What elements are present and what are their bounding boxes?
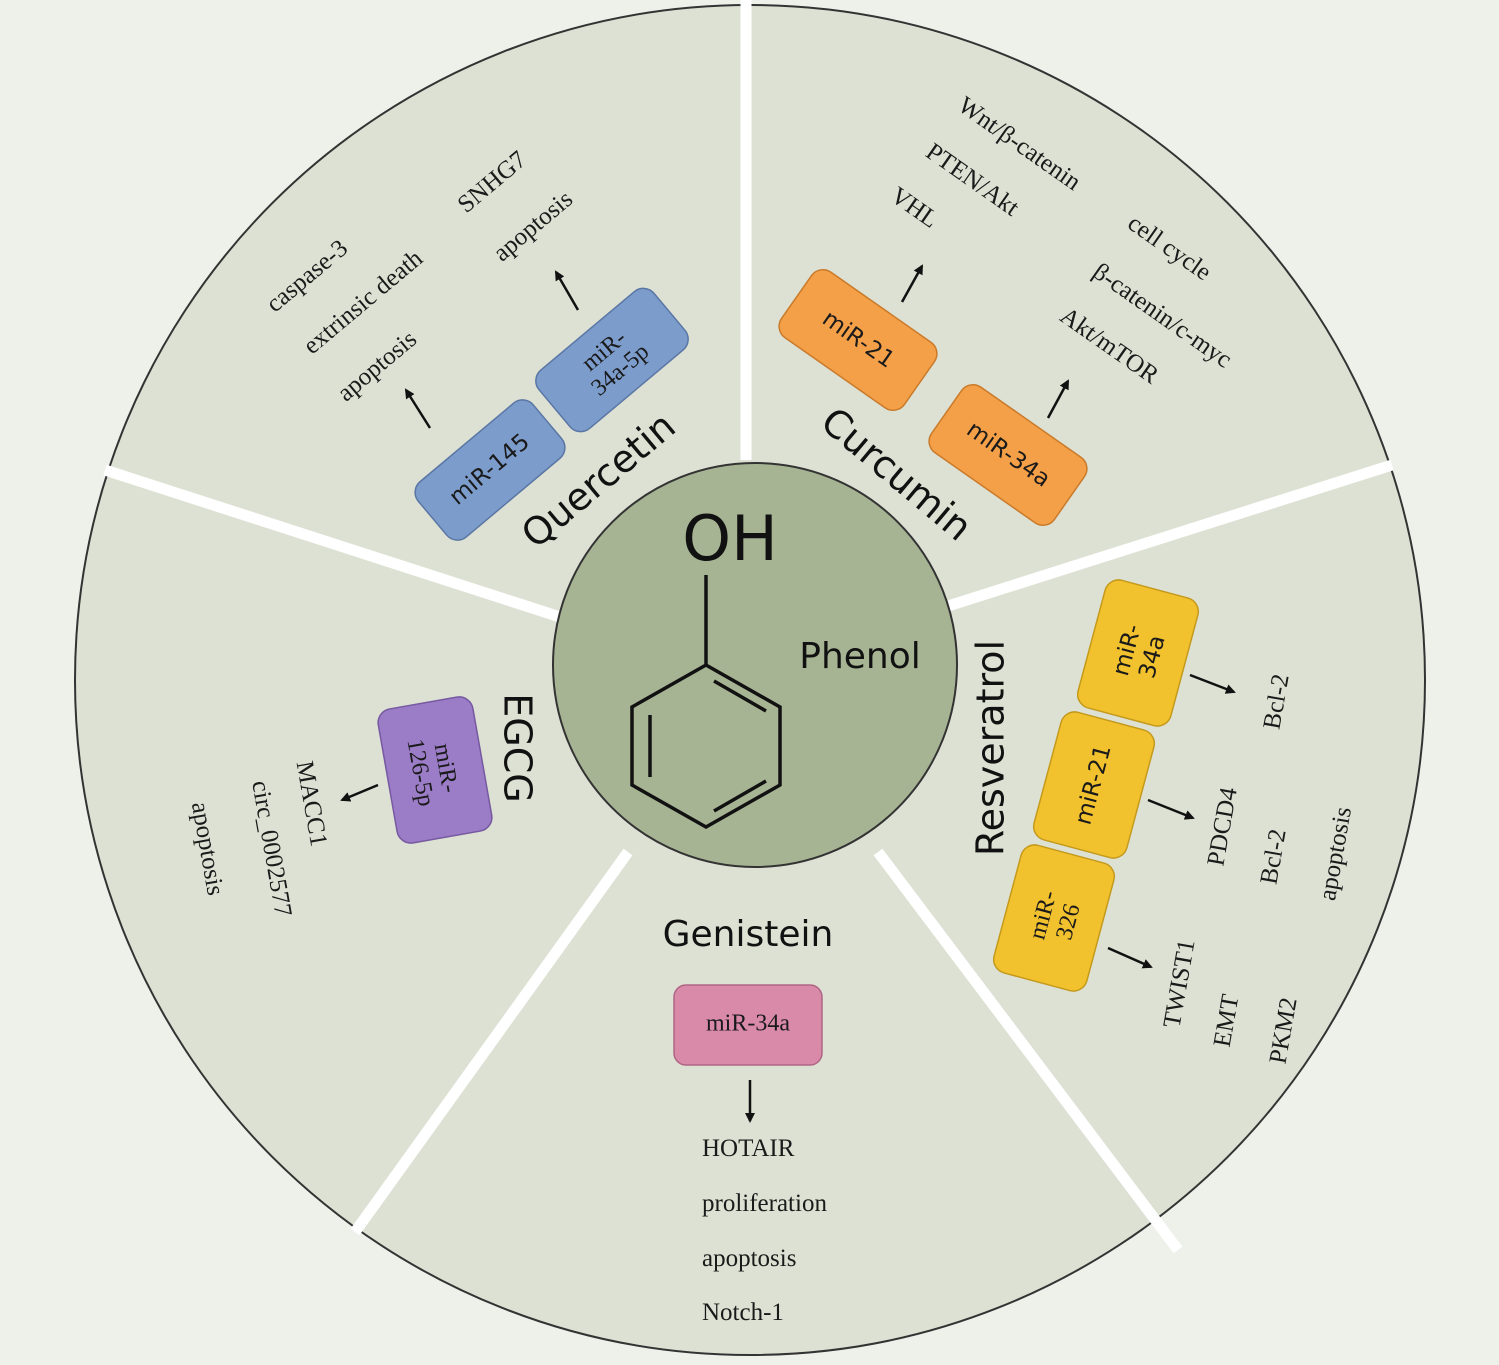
resveratrol-mir326-box: miR- 326	[992, 844, 1116, 992]
phenol-center: OH Phenol	[552, 462, 958, 868]
genistein-mir34a-box: miR-34a	[673, 984, 823, 1066]
curcumin-mir34a-box: miR-34a	[928, 383, 1088, 527]
target-text: Notch-1	[702, 1299, 784, 1326]
divider-bottom-right	[873, 848, 1183, 1254]
egcg-mir126-box: miR- 126-5p	[377, 696, 493, 844]
arrow-icon	[1189, 673, 1236, 694]
benzene-ring-icon	[630, 575, 782, 830]
arrow-icon	[554, 270, 580, 311]
divider-left	[103, 464, 562, 623]
resveratrol-mir34a-box: miR- 34a	[1076, 579, 1200, 727]
arrow-icon	[1107, 946, 1153, 969]
divider-right	[943, 459, 1394, 613]
arrow-icon	[404, 388, 432, 429]
genistein-label: Genistein	[663, 914, 834, 955]
resveratrol-label: Resveratrol	[969, 640, 1013, 856]
arrow-icon	[1147, 798, 1195, 820]
genistein-section: Genistein miR-34a HOTAIR proliferation a…	[663, 914, 834, 1326]
curcumin-mir21-box: miR-21	[778, 268, 938, 412]
target-text: apoptosis	[702, 1245, 796, 1272]
egcg-label: EGCG	[496, 693, 540, 802]
arrow-icon	[900, 264, 924, 303]
arrow-icon	[1046, 379, 1070, 419]
divider-bottom-left	[350, 848, 633, 1236]
arrow-icon	[340, 783, 379, 802]
phenol-label: Phenol	[799, 636, 921, 677]
oh-label: OH	[682, 502, 777, 575]
wedge-dividers	[103, 0, 1394, 1254]
resveratrol-mir21-box: miR-21	[1032, 711, 1156, 859]
center-circle	[552, 462, 958, 868]
target-text: HOTAIR	[702, 1135, 795, 1162]
target-text: proliferation	[702, 1190, 827, 1217]
mir34a-text: miR-34a	[706, 1011, 790, 1037]
